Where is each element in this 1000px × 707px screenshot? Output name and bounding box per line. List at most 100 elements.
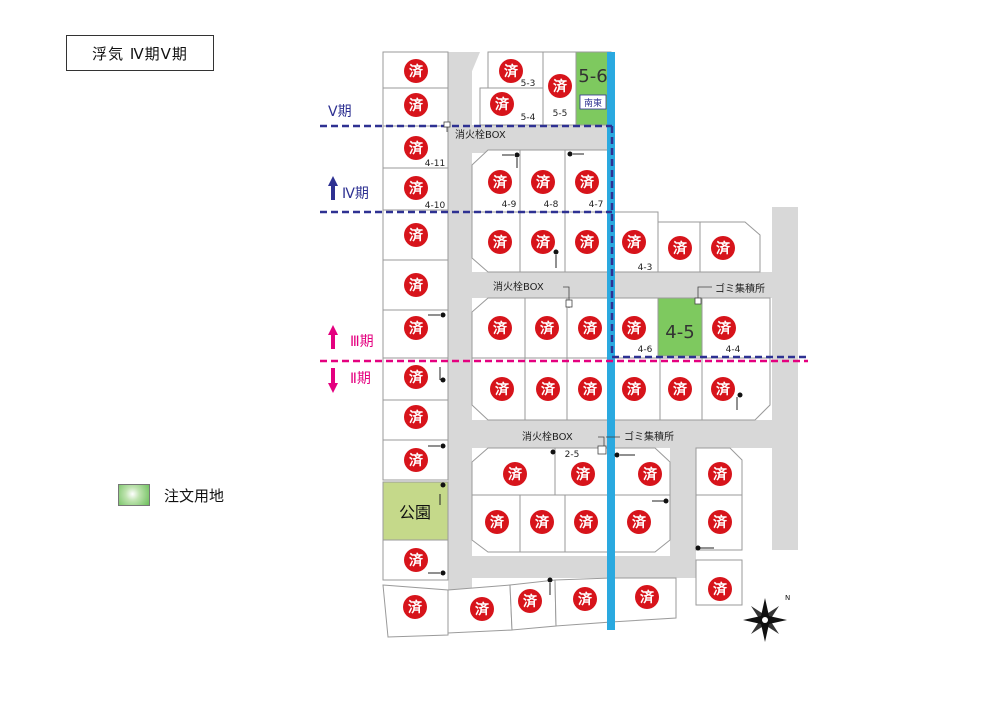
sold-mark: 済 [622,230,646,254]
sold-mark-text: 済 [409,277,424,294]
road-middle [458,272,778,298]
sold-mark: 済 [404,93,428,117]
road-v-iv-connector [448,125,613,153]
sold-mark-text: 済 [508,466,523,483]
legend-label: 注文用地 [164,486,225,505]
sold-mark: 済 [711,236,735,260]
sold-mark: 済 [635,585,659,609]
sold-mark: 済 [627,510,651,534]
sold-mark: 済 [404,316,428,340]
arrow-up-icon [328,176,338,200]
sold-mark: 済 [531,230,555,254]
south-east-tag: 南東 [584,97,602,109]
sold-mark-text: 済 [536,234,551,251]
sold-mark: 済 [503,462,527,486]
sold-mark: 済 [668,236,692,260]
sold-mark-text: 済 [579,514,594,531]
entrance-dots [440,151,743,583]
sold-mark-text: 済 [580,174,595,191]
sold-mark: 済 [485,510,509,534]
sold-mark-text: 済 [627,320,642,337]
sold-mark-text: 済 [643,466,658,483]
sold-mark: 済 [548,74,572,98]
sold-mark: 済 [488,170,512,194]
annotation-leaders [443,121,712,455]
sold-mark-text: 済 [409,227,424,244]
sold-mark: 済 [708,462,732,486]
sold-mark: 済 [499,59,523,83]
sold-mark: 済 [575,170,599,194]
road-east [772,207,798,550]
sold-mark-text: 済 [409,180,424,197]
phase-lines [320,124,808,363]
sold-mark: 済 [712,316,736,340]
sold-mark-text: 済 [580,234,595,251]
lot-label: 5-5 [553,109,568,119]
sold-mark-text: 済 [409,552,424,569]
lot-label: 4-3 [638,263,653,273]
sold-mark: 済 [404,365,428,389]
sold-mark: 済 [404,405,428,429]
sold-mark-text: 済 [576,466,591,483]
phase-iii-label: Ⅲ期 [350,334,374,350]
sold-mark: 済 [403,595,427,619]
sold-mark-text: 済 [493,234,508,251]
sold-mark-text: 済 [713,466,728,483]
sold-mark: 済 [573,587,597,611]
roads [448,52,798,607]
sold-mark: 済 [535,316,559,340]
sold-mark-text: 済 [409,63,424,80]
south-east-tag-box [579,94,607,110]
sold-mark-text: 済 [540,320,555,337]
sold-mark: 済 [622,316,646,340]
sold-mark: 済 [404,136,428,160]
legend: 注文用地 [118,484,224,506]
sold-mark-text: 済 [535,514,550,531]
sold-mark-text: 済 [493,320,508,337]
sold-mark: 済 [578,316,602,340]
sold-mark: 済 [518,589,542,613]
sold-mark-text: 済 [495,381,510,398]
sold-mark: 済 [470,597,494,621]
sold-mark: 済 [536,377,560,401]
sold-mark-text: 済 [673,240,688,257]
sold-mark-text: 済 [409,369,424,386]
lot-label: 5-3 [521,79,536,89]
sold-mark-text: 済 [627,381,642,398]
park-label: 公園 [399,503,431,522]
sold-mark: 済 [638,462,662,486]
lot-5-6-custom [575,51,612,126]
sold-mark-text: 済 [409,140,424,157]
sold-mark-text: 済 [541,381,556,398]
lot-label: 4-7 [589,200,604,210]
sold-mark: 済 [708,510,732,534]
sold-mark: 済 [574,510,598,534]
road-lower [448,420,798,448]
road-south [448,556,693,578]
lot-4-5-label: 4-5 [665,322,694,343]
lot-label: 4-11 [425,159,445,169]
sold-mark-text: 済 [716,381,731,398]
sold-mark-text: 済 [673,381,688,398]
sold-mark: 済 [404,223,428,247]
phase-iv-boundary [610,126,808,359]
phase-v-label: Ⅴ期 [328,104,352,120]
sold-mark-text: 済 [409,452,424,469]
sold-mark: 済 [571,462,595,486]
sold-mark: 済 [404,448,428,472]
hydrant-box-label: 消火栓BOX [455,128,506,141]
sold-mark-text: 済 [408,599,423,616]
sold-mark-text: 済 [713,514,728,531]
road-south-east [670,448,696,578]
sold-mark-text: 済 [409,97,424,114]
lot-label: 4-10 [425,201,446,211]
sold-mark: 済 [622,377,646,401]
garbage-area-label: ゴミ集積所 [624,430,674,443]
sold-mark-text: 済 [536,174,551,191]
lot-label: 4-4 [726,345,741,355]
sold-mark-text: 済 [523,593,538,610]
lot-label: 4-8 [544,200,559,210]
sold-mark-text: 済 [504,63,519,80]
sold-mark-text: 済 [493,174,508,191]
compass-icon: N [743,594,790,642]
